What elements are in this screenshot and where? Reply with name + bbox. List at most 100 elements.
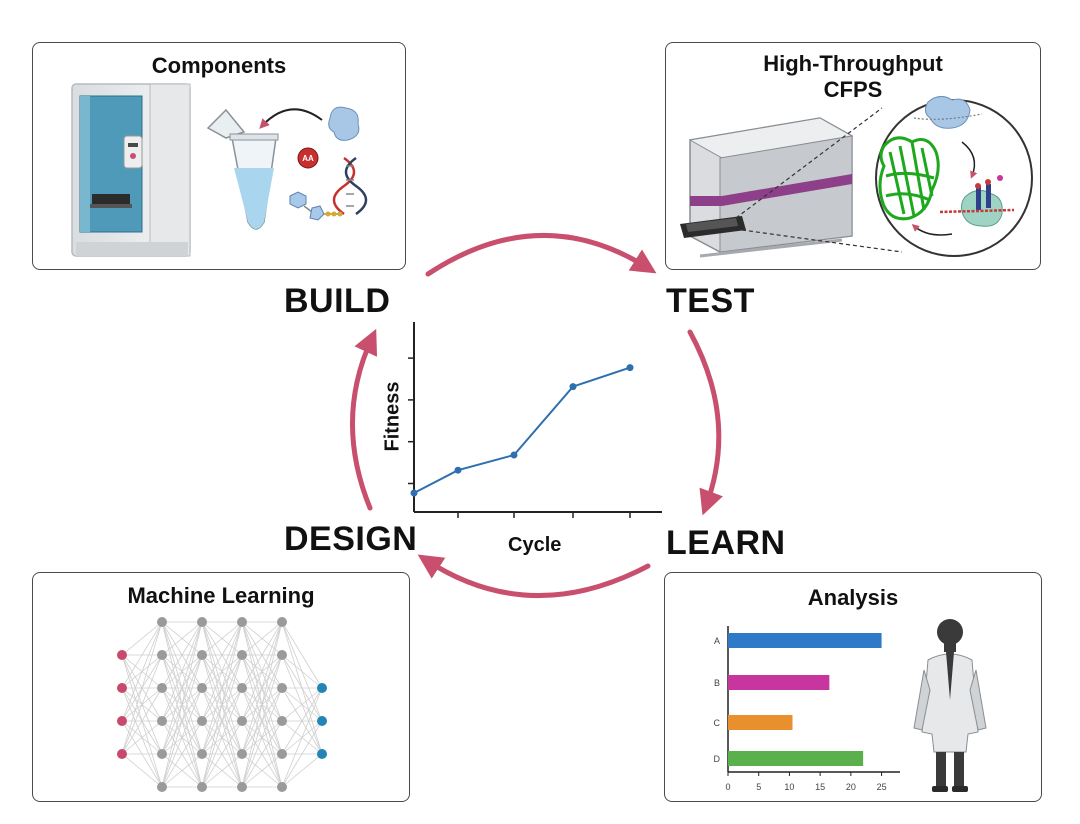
analysis-bars xyxy=(728,633,882,766)
nn-edge-66 xyxy=(201,621,243,656)
nn-edge-130 xyxy=(241,753,283,788)
nn-node-5 xyxy=(157,650,167,660)
fitness-point-3 xyxy=(569,383,577,391)
nn-edge-141 xyxy=(281,687,323,722)
stage-test: TEST xyxy=(666,282,755,320)
analysis-title: Analysis xyxy=(807,585,899,610)
nn-edge-147 xyxy=(281,687,323,788)
cfps-title-line2: CFPS xyxy=(823,77,883,102)
fitness-series-line xyxy=(413,366,631,494)
nn-edge-149 xyxy=(281,753,323,788)
cfps-ribosome-icon xyxy=(913,96,983,129)
nn-node-30 xyxy=(317,749,327,759)
nn-node-22 xyxy=(277,617,287,627)
nucleotide-icon xyxy=(289,191,343,221)
nn-node-21 xyxy=(237,782,247,792)
analysis-x-tick-label: 5 xyxy=(756,782,761,792)
scientist-icon xyxy=(913,619,987,792)
nn-edge-20 xyxy=(121,687,163,755)
nn-node-26 xyxy=(277,749,287,759)
nn-node-6 xyxy=(157,683,167,693)
nn-node-12 xyxy=(197,683,207,693)
analysis-category-label: D xyxy=(714,754,721,764)
fitness-series-points xyxy=(410,364,634,497)
analysis-x-tick-label: 25 xyxy=(877,782,887,792)
stage-learn: LEARN xyxy=(666,524,786,562)
fitness-point-0 xyxy=(410,489,418,497)
nn-node-19 xyxy=(237,716,247,726)
nn-node-17 xyxy=(237,650,247,660)
arrow-build-to-test xyxy=(425,233,657,277)
nn-edges xyxy=(121,621,323,788)
arrow-design-to-build xyxy=(350,328,378,511)
analysis-x-ticks: 0 5 10 15 20 25 xyxy=(725,772,887,792)
arrow-test-to-learn xyxy=(687,329,723,516)
nn-edge-94 xyxy=(201,753,243,788)
nn-edge-132 xyxy=(281,621,323,689)
nn-edge-78 xyxy=(201,621,243,722)
nn-edge-30 xyxy=(161,621,203,656)
nn-edge-12 xyxy=(121,621,163,722)
nn-edge-127 xyxy=(241,654,283,788)
incubator-icon xyxy=(71,83,191,257)
nn-node-3 xyxy=(117,749,127,759)
zoom-circle xyxy=(875,96,1033,257)
nn-edge-56 xyxy=(161,687,203,788)
analysis-x-tick-label: 15 xyxy=(815,782,825,792)
fitness-point-2 xyxy=(510,451,518,459)
nn-edge-90 xyxy=(201,621,243,788)
nn-edge-129 xyxy=(241,720,283,788)
nn-node-29 xyxy=(317,716,327,726)
nn-node-16 xyxy=(237,617,247,627)
analysis-category-label: B xyxy=(714,678,720,688)
nn-node-4 xyxy=(157,617,167,627)
nn-edge-91 xyxy=(201,654,243,788)
plate-reader-icon xyxy=(680,117,854,258)
nn-node-14 xyxy=(197,749,207,759)
nn-node-1 xyxy=(117,683,127,693)
zoom-lines xyxy=(735,107,903,253)
components-title: Components xyxy=(151,53,287,78)
analysis-x-tick-label: 20 xyxy=(846,782,856,792)
nn-edge-148 xyxy=(281,720,323,788)
analysis-category-label: A xyxy=(714,636,720,646)
nn-edge-21 xyxy=(121,720,163,755)
nn-edge-19 xyxy=(121,654,163,755)
analysis-x-tick-label: 10 xyxy=(784,782,794,792)
amino-acid-icon: AA xyxy=(297,147,319,169)
nn-edge-36 xyxy=(161,621,203,689)
nn-node-15 xyxy=(197,782,207,792)
tube-icon xyxy=(206,108,279,230)
analysis-bar-A xyxy=(728,633,882,648)
nn-node-0 xyxy=(117,650,127,660)
nn-edge-102 xyxy=(241,621,283,656)
nn-edge-108 xyxy=(241,621,283,689)
nn-edge-126 xyxy=(241,621,283,788)
nn-node-18 xyxy=(237,683,247,693)
fitness-chart xyxy=(408,322,662,518)
nn-edge-93 xyxy=(201,720,243,788)
nn-edge-54 xyxy=(161,621,203,788)
nn-nodes xyxy=(117,617,327,792)
nn-node-7 xyxy=(157,716,167,726)
nn-edge-144 xyxy=(281,687,323,755)
machine-learning-title: Machine Learning xyxy=(127,583,315,608)
nn-edge-23 xyxy=(121,753,163,788)
chart-x-ticks xyxy=(457,512,631,518)
translation-complex-icon xyxy=(939,175,1015,227)
cycle-arrows xyxy=(350,233,723,598)
machine-learning-panel: Machine Learning xyxy=(32,572,410,802)
nn-node-8 xyxy=(157,749,167,759)
nn-edge-58 xyxy=(161,753,203,788)
analysis-bar-B xyxy=(728,675,830,690)
nn-node-20 xyxy=(237,749,247,759)
nn-node-9 xyxy=(157,782,167,792)
nn-edge-0 xyxy=(121,621,163,656)
analysis-x-tick-label: 0 xyxy=(725,782,730,792)
nn-node-25 xyxy=(277,716,287,726)
nn-edge-84 xyxy=(201,621,243,755)
nn-edge-18 xyxy=(121,621,163,755)
